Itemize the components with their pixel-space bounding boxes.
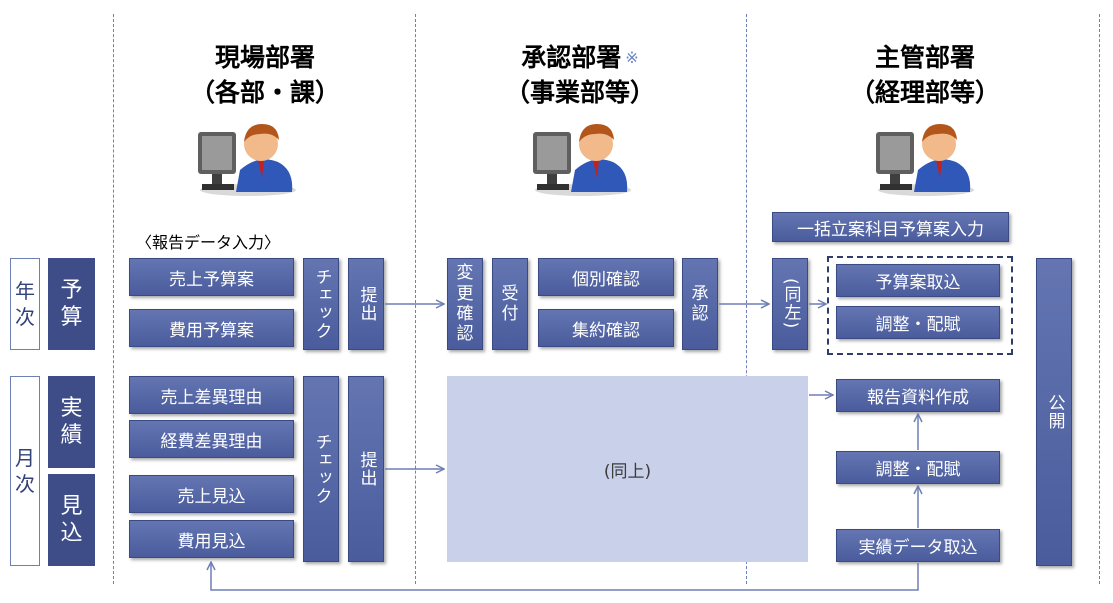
change-confirm-box: 変 更 確 認 — [447, 258, 483, 350]
aggregate-confirm-box: 集約確認 — [538, 309, 674, 347]
row-label-budget: 予 算 — [48, 258, 95, 350]
shonin-title: 承認部署 — [521, 43, 622, 72]
sales-budget-box: 売上予算案 — [129, 258, 294, 296]
column-divider — [415, 14, 416, 584]
shukan-header: 主管部署 （経理部等） — [800, 40, 1050, 110]
sales-variance-box: 売上差異理由 — [129, 376, 294, 414]
same-left-label: (同左) — [780, 278, 801, 330]
monthly-submit-label: 提出 — [356, 451, 377, 487]
monthly-label: 月 次 — [10, 376, 40, 566]
person-at-computer-icon — [533, 124, 631, 196]
shukan-subtitle: （経理部等） — [849, 78, 1000, 107]
genba-title: 現場部署 — [214, 43, 315, 72]
budget-import-box: 予算案取込 — [836, 264, 1000, 297]
cost-budget-box: 費用予算案 — [129, 309, 294, 347]
annual-submit-label: 提出 — [356, 286, 377, 322]
monthly-check-box: チェック — [303, 376, 339, 562]
monthly-submit-box: 提出 — [348, 376, 384, 562]
same-left-box: (同左) — [772, 258, 808, 350]
genba-subtitle: （各部・課） — [189, 78, 340, 107]
row-label-forecast: 見 込 — [48, 474, 95, 566]
expense-variance-box: 経費差異理由 — [129, 420, 294, 458]
person-at-computer-icon — [876, 124, 974, 196]
person-at-computer-icon — [198, 124, 296, 196]
column-divider — [113, 14, 114, 584]
row-label-actual: 実 績 — [48, 376, 95, 468]
annual-check-box: チェック — [303, 258, 339, 350]
monthly-adjust-box: 調整・配賦 — [836, 451, 1000, 484]
input-note: 〈報告データ入力〉 — [136, 233, 281, 252]
shukan-title: 主管部署 — [874, 43, 975, 72]
annual-submit-box: 提出 — [348, 258, 384, 350]
shonin-subtitle: （事業部等） — [504, 78, 655, 107]
publish-label: 公開 — [1044, 394, 1065, 430]
budget-import-group — [827, 256, 1013, 355]
same-above-panel: (同上) — [447, 376, 808, 562]
column-divider — [746, 14, 747, 584]
bulk-input-box: 一括立案科目予算案入力 — [772, 212, 1009, 242]
cost-forecast-box: 費用見込 — [129, 520, 294, 558]
monthly-check-label: チェック — [311, 433, 332, 505]
shonin-note: ※ — [625, 48, 639, 67]
shonin-header: 承認部署※ （事業部等） — [455, 40, 705, 110]
sales-forecast-box: 売上見込 — [129, 475, 294, 513]
yearly-label: 年 次 — [10, 258, 40, 350]
receive-box: 受 付 — [492, 258, 528, 350]
annual-check-label: チェック — [311, 268, 332, 340]
individual-confirm-box: 個別確認 — [538, 258, 674, 296]
feedback-arrow — [211, 562, 919, 591]
report-create-box: 報告資料作成 — [836, 379, 1000, 412]
annual-adjust-box: 調整・配賦 — [836, 306, 1000, 339]
column-divider — [1099, 14, 1100, 584]
approve-box: 承 認 — [682, 258, 718, 350]
actual-import-box: 実績データ取込 — [836, 529, 1000, 562]
genba-header: 現場部署 （各部・課） — [140, 40, 390, 110]
publish-box: 公開 — [1036, 258, 1072, 566]
